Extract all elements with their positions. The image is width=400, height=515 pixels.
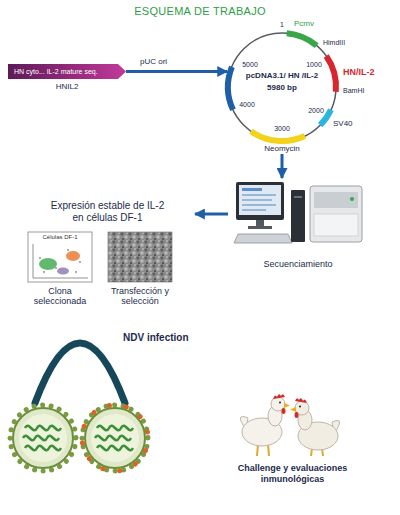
chicken-figure	[295, 412, 299, 418]
flow-arrow	[195, 213, 228, 216]
computer-icon	[248, 226, 272, 229]
virus-particle-il2	[82, 405, 148, 471]
computer-icon	[242, 199, 272, 201]
step-caption: NDV infection	[123, 332, 189, 344]
step-caption: Secuenciamiento	[228, 259, 368, 269]
flow-plot-icon	[67, 249, 69, 251]
sequencer-icon	[314, 214, 358, 236]
diagram-title: ESQUEMA DE TRABAJO	[0, 6, 400, 17]
virus-particle	[13, 408, 73, 468]
flow-plot-icon	[75, 271, 77, 273]
flow-plot-icon	[28, 232, 92, 282]
chicken-figure	[282, 408, 286, 414]
cell-culture-picture	[108, 232, 172, 282]
chicken-figure	[240, 394, 290, 456]
flow-plot-icon	[33, 244, 88, 278]
plasmid-feature-arc	[225, 66, 236, 111]
construct-name: HNIL2	[8, 82, 126, 91]
flow-plot-icon	[39, 258, 57, 270]
sequencer-icon	[350, 197, 354, 201]
chicken-figure	[279, 402, 281, 404]
chicken-figure	[284, 403, 290, 408]
flow-cytometry-plot: Células DF-1Clona seleccionada	[28, 232, 92, 282]
virus-particle-il2	[82, 405, 148, 471]
map-label: HimdIII	[323, 39, 345, 46]
chicken-figure	[299, 406, 301, 408]
flow-plot-icon	[43, 271, 45, 273]
plasmid-feature-arc	[286, 30, 318, 48]
cell-expression-panel: Células DF-1Clona seleccionadaTransfecci…	[20, 198, 195, 310]
computer-icon	[256, 220, 264, 226]
flow-plot-icon	[57, 268, 69, 275]
virus-particle-il2	[91, 414, 139, 462]
computer-icon	[242, 194, 276, 196]
map-label: 4000	[239, 101, 255, 108]
computer-icon	[234, 182, 305, 243]
sequencing-equipment: Secuenciamiento	[228, 178, 368, 270]
plasmid-name: pcDNA3.1/ HN /IL-2	[226, 71, 338, 80]
map-label: SV40	[333, 120, 353, 128]
virus-particle-il2	[85, 408, 145, 468]
virus-infection-group: NDV infection	[5, 318, 205, 483]
computer-icon	[239, 185, 281, 215]
map-label: Neomycin	[262, 144, 302, 154]
map-label: BamHI	[343, 87, 364, 94]
flow-plot-icon	[66, 251, 80, 261]
map-label: pUC ori	[140, 58, 167, 66]
step-heading: Expresión estable de IL-2 en células DF-…	[45, 200, 170, 224]
step-caption: Challenge y evaluaciones inmunológicas	[225, 463, 360, 486]
chicken-figure	[290, 398, 340, 456]
map-label: 3000	[274, 125, 290, 132]
gene-construct-bar: HN cyto... IL-2 mature seq.HNIL2	[8, 64, 126, 79]
computer-icon	[294, 196, 302, 198]
plasmid-feature-arc	[324, 54, 339, 92]
computer-icon	[242, 188, 262, 191]
virus-particle-il2	[82, 405, 148, 471]
chicken-figure	[295, 398, 307, 403]
construct-label: HN cyto... IL-2 mature seq.	[14, 68, 98, 76]
virus-particle	[19, 414, 67, 462]
map-label: Pcmv	[294, 20, 314, 28]
flow-plot-icon	[39, 257, 41, 259]
flow-plot-icon	[55, 267, 57, 269]
virus-particle	[10, 405, 76, 471]
virus-particle	[10, 405, 76, 471]
computer-icon	[236, 182, 284, 220]
flow-plot-icon	[28, 232, 92, 282]
step-caption: Transfección y selección	[108, 286, 172, 307]
computer-icon	[242, 204, 276, 206]
infection-arc	[35, 343, 125, 403]
map-label: HN/IL-2	[343, 68, 375, 77]
chicken-figure	[273, 394, 285, 399]
chicken-challenge-group: Challenge y evaluaciones inmunológicas	[225, 385, 360, 505]
virus-particle-il2	[95, 426, 133, 451]
step-caption: Clona seleccionada	[28, 286, 92, 307]
gene-arrow-shape	[8, 64, 126, 79]
plasmid-size: 5980 bp	[226, 83, 338, 92]
computer-icon	[234, 234, 292, 243]
chicken-figure	[290, 407, 296, 412]
sequencer-icon	[310, 186, 362, 242]
map-label: 2000	[308, 107, 324, 114]
computer-icon	[242, 209, 266, 211]
cell-culture-image: Transfección y selección	[108, 232, 172, 282]
sequencer-icon	[310, 186, 362, 242]
plot-title: Células DF-1	[28, 234, 92, 241]
virus-particle	[23, 426, 61, 451]
map-label: 5000	[242, 61, 258, 68]
flow-plot-icon	[79, 261, 81, 263]
map-label: 1	[280, 21, 284, 28]
sequencer-icon	[314, 192, 358, 208]
map-label: 1000	[306, 61, 322, 68]
infection-arc	[35, 343, 125, 403]
flow-arrow	[126, 70, 227, 73]
cell-culture-picture	[108, 232, 172, 282]
computer-icon	[291, 190, 305, 242]
